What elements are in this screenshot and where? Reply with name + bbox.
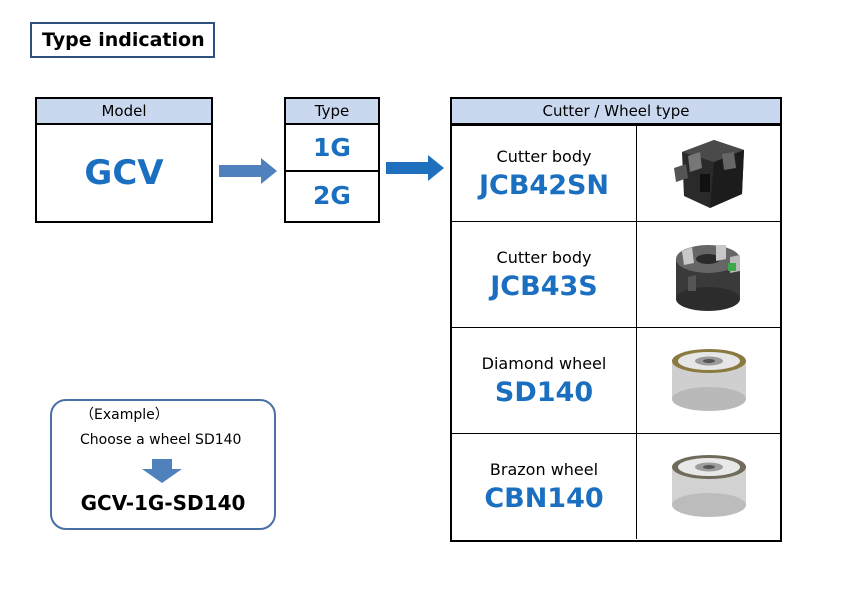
cell-image bbox=[637, 328, 780, 433]
cell-text: Cutter body JCB43S bbox=[452, 222, 637, 327]
type-box: Type 1G 2G bbox=[284, 97, 380, 223]
model-header: Model bbox=[37, 99, 211, 125]
arrow-right-icon bbox=[386, 155, 444, 181]
category-label: Cutter body bbox=[496, 247, 592, 267]
arrow-right-icon bbox=[219, 158, 277, 184]
product-code: CBN140 bbox=[484, 482, 604, 514]
example-description: Choose a wheel SD140 bbox=[80, 432, 242, 448]
cell-text: Diamond wheel SD140 bbox=[452, 328, 637, 433]
type-option-1g: 1G bbox=[286, 125, 378, 172]
example-label: （Example） bbox=[80, 407, 169, 423]
brazon-wheel-icon bbox=[671, 454, 746, 517]
category-label: Diamond wheel bbox=[481, 353, 607, 373]
table-row: Cutter body JCB43S bbox=[452, 221, 780, 327]
table-row: Diamond wheel SD140 bbox=[452, 327, 780, 433]
cell-image bbox=[637, 222, 780, 327]
model-value: GCV bbox=[84, 153, 164, 193]
table-row: Cutter body JCB42SN bbox=[452, 125, 780, 221]
example-box: （Example） Choose a wheel SD140 GCV-1G-SD… bbox=[50, 399, 276, 530]
type-header: Type bbox=[286, 99, 378, 125]
arrow-down-icon bbox=[142, 459, 182, 483]
product-code: SD140 bbox=[494, 376, 594, 408]
cell-text: Brazon wheel CBN140 bbox=[452, 434, 637, 539]
category-label: Brazon wheel bbox=[489, 459, 599, 479]
cutter-wheel-header: Cutter / Wheel type bbox=[452, 99, 780, 125]
model-box: Model GCV bbox=[35, 97, 213, 223]
product-code: JCB42SN bbox=[478, 169, 610, 201]
cell-image bbox=[637, 434, 780, 539]
cell-text: Cutter body JCB42SN bbox=[452, 126, 637, 221]
cell-image bbox=[637, 126, 780, 221]
cutter-body-jcb42sn-icon bbox=[673, 139, 744, 208]
page-title: Type indication bbox=[30, 22, 215, 58]
table-row: Brazon wheel CBN140 bbox=[452, 433, 780, 539]
diamond-wheel-icon bbox=[671, 348, 746, 411]
example-result: GCV-1G-SD140 bbox=[80, 491, 246, 515]
cutter-body-jcb43s-icon bbox=[675, 244, 740, 311]
category-label: Cutter body bbox=[496, 146, 592, 166]
product-code: JCB43S bbox=[490, 270, 598, 302]
cutter-wheel-table: Cutter / Wheel type Cutter body JCB42SN … bbox=[450, 97, 782, 542]
type-option-2g: 2G bbox=[313, 181, 351, 210]
